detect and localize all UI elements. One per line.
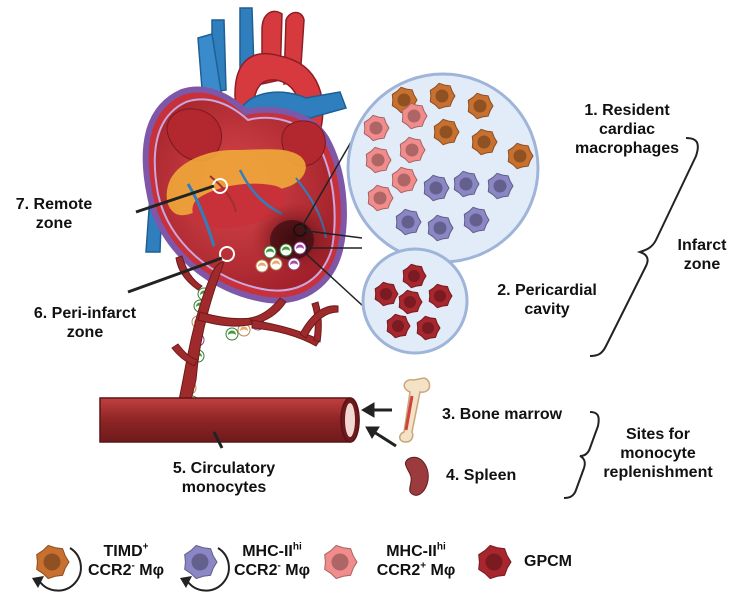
legend-mhc-neg-ccr2: CCR2 [233,562,278,579]
label-resident-line3: macrophages [574,140,680,157]
braces [563,137,699,499]
legend-icons [32,544,512,592]
legend-mhc-pos-label: MHC-IIhi CCR2+ Mφ [366,542,466,580]
label-remote-line2: zone [35,215,73,232]
label-circulatory-line2: monocytes [181,479,267,496]
infarct-monocyte [287,257,301,271]
infarct-monocyte [269,257,283,271]
self-renewal-arrowhead-icon [180,576,192,588]
resident-cell-mhc_neg [395,208,422,236]
legend-timd-name: TIMD [103,543,143,560]
label-remote-line1: 7. Remote [15,196,93,213]
legend-mhc-pos-cell [324,544,358,580]
legend-mhc-pos-ccr2-sup: + [420,560,427,572]
infarct-monocyte [255,259,269,273]
label-resident-line1: 1. Resident [584,102,670,119]
infarct-monocyte [293,241,307,255]
self-renewal-arrow-icon [39,547,82,592]
resident-cell-mhc_neg [423,174,450,202]
legend-mhc-pos-name: MHC-II [386,543,437,560]
legend-gpcm-label: GPCM [524,553,572,570]
label-circulatory-line1: 5. Circulatory [172,460,276,477]
self-renewal-arrow-icon [187,547,230,592]
arrows [361,402,397,448]
label-peri-infarct-line1: 6. Peri-infarct [33,305,137,322]
resident-cell-mhc_pos [367,184,394,212]
spleen-icon [404,456,429,496]
pericardial-cell-gpcm [402,263,427,289]
label-sites-line3: replenishment [603,464,713,481]
legend-mhc-neg-mphi: Mφ [280,562,311,579]
resident-cell-timd [467,92,494,120]
legend-mhc-neg-label: MHC-IIhi CCR2- Mφ [222,542,322,580]
label-sites-line2: monocyte [620,445,696,462]
legend-gpcm-cell [478,544,512,580]
legend-timd-ccr2: CCR2 [87,562,132,579]
label-pericardial-line1: 2. Pericardial [497,282,597,299]
pericardial-cell-gpcm [398,289,423,315]
label-bone-marrow: 3. Bone marrow [442,406,563,423]
label-resident-macrophages: 1. Resident cardiac macrophages [562,101,692,158]
pericardial-cell-gpcm [428,283,453,309]
legend-mhc-neg-cell [184,544,218,580]
label-spleen: 4. Spleen [446,467,517,484]
self-renewal-arrowhead-icon [32,576,44,588]
resident-cell-timd [429,82,456,110]
pericardial-cell-gpcm [416,315,441,341]
label-infarct-zone: Infarct zone [668,236,736,274]
legend-timd-cell [36,544,70,580]
label-infarct-line2: zone [683,256,721,273]
legend-timd-ccr2-sup: - [131,560,135,572]
capillary-monocyte [237,323,251,337]
label-sites-line1: Sites for [625,426,690,443]
label-resident-line2: cardiac [598,121,656,138]
pericardial-cell-gpcm [374,281,399,307]
zone-pointers [127,184,224,449]
heart [142,86,347,304]
infarct-monocyte [263,245,277,259]
legend-mhc-pos-ccr2: CCR2 [376,562,421,579]
resident-cell-mhc_pos [391,166,418,194]
label-peri-infarct-zone: 6. Peri-infarct zone [20,304,150,342]
infarct-monocyte [279,243,293,257]
legend-mhc-neg-sup: hi [292,541,302,553]
resident-cell-timd [471,128,498,156]
resident-cell-mhc_neg [453,170,480,198]
label-remote-zone: 7. Remote zone [0,195,108,233]
capillary-monocyte [225,327,239,341]
label-sites-replenishment: Sites for monocyte replenishment [590,425,726,482]
label-peri-infarct-line2: zone [66,324,104,341]
legend-mhc-neg-ccr2-sup: - [277,560,281,572]
legend-timd-label: TIMD+ CCR2- Mφ [82,542,170,580]
legend-mhc-neg-name: MHC-II [242,543,293,560]
label-infarct-line1: Infarct [677,237,727,254]
resident-cell-mhc_neg [463,206,490,234]
capillary-tree [171,255,339,405]
resident-cell-mhc_neg [427,214,454,242]
legend-timd-mphi: Mφ [134,562,165,579]
resident-cell-mhc_pos [365,146,392,174]
resident-cell-mhc_pos [363,114,390,142]
resident-cell-timd [433,118,460,146]
legend-mhc-pos-mphi: Mφ [426,562,456,579]
label-circulatory-monocytes: 5. Circulatory monocytes [160,459,288,497]
resident-cell-mhc_neg [487,172,514,200]
resident-cell-mhc_pos [399,136,426,164]
legend-timd-sup: + [142,541,149,553]
bone-marrow-icon [399,377,431,443]
label-pericardial-cavity: 2. Pericardial cavity [480,281,614,319]
legend-mhc-pos-sup: hi [436,541,446,553]
pericardial-cell-gpcm [386,313,411,339]
resident-cell-timd [507,142,534,170]
blood-vessel [99,397,360,443]
label-pericardial-line2: cavity [524,301,570,318]
resident-cell-mhc_pos [401,102,428,130]
